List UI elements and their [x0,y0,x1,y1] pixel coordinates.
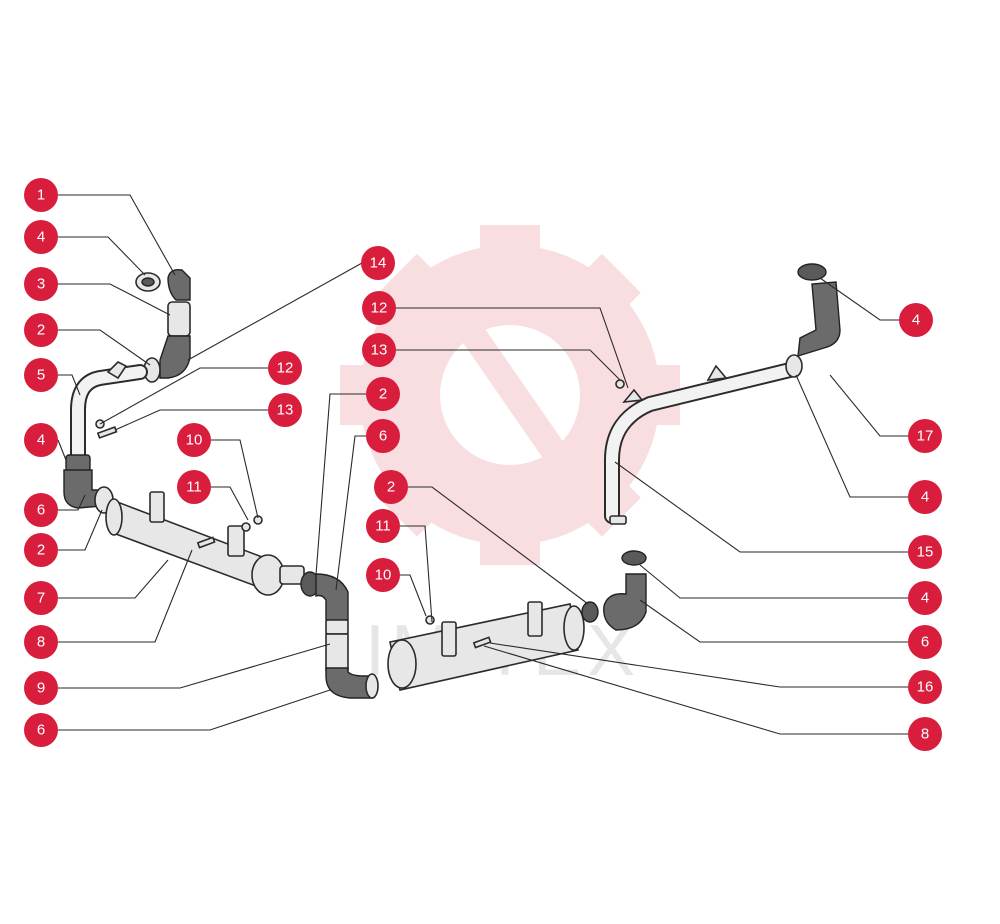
callout-14: 14 [361,246,395,280]
right-assembly [387,263,841,691]
callout-4: 4 [24,423,58,457]
svg-text:15: 15 [917,544,934,561]
svg-text:2: 2 [379,386,387,403]
svg-text:13: 13 [371,342,388,359]
callout-17: 17 [908,419,942,453]
leader-lines [57,194,908,735]
callout-10: 10 [366,558,400,592]
svg-text:1: 1 [37,187,45,204]
svg-text:4: 4 [921,489,929,506]
svg-text:6: 6 [37,502,45,519]
svg-text:4: 4 [37,229,45,246]
callout-10: 10 [177,423,211,457]
left-assembly [63,268,379,699]
callout-7: 7 [24,581,58,615]
callout-13: 13 [362,333,396,367]
callout-1: 1 [24,178,58,212]
callout-4: 4 [908,480,942,514]
svg-text:14: 14 [370,255,387,272]
callout-8: 8 [24,625,58,659]
svg-text:8: 8 [921,726,929,743]
svg-text:8: 8 [37,634,45,651]
svg-text:10: 10 [375,567,392,584]
callout-5: 5 [24,358,58,392]
callout-12: 12 [362,291,396,325]
svg-text:5: 5 [37,367,45,384]
callout-2: 2 [366,377,400,411]
svg-text:4: 4 [921,590,929,607]
callout-11: 11 [366,509,400,543]
callout-12: 12 [268,351,302,385]
callout-4: 4 [24,220,58,254]
callout-13: 13 [268,393,302,427]
callout-2: 2 [24,533,58,567]
svg-text:9: 9 [37,680,45,697]
svg-text:6: 6 [37,722,45,739]
svg-text:4: 4 [912,312,920,329]
callout-6: 6 [24,493,58,527]
svg-text:2: 2 [37,322,45,339]
callout-6: 6 [908,625,942,659]
svg-text:13: 13 [277,402,294,419]
svg-text:11: 11 [375,518,391,535]
callout-6: 6 [24,713,58,747]
callout-3: 3 [24,267,58,301]
svg-text:12: 12 [371,300,388,317]
svg-text:2: 2 [387,479,395,496]
svg-text:17: 17 [917,428,934,445]
callout-2: 2 [374,470,408,504]
callout-4: 4 [908,581,942,615]
callout-6: 6 [366,419,400,453]
callout-16: 16 [908,670,942,704]
svg-text:16: 16 [917,679,934,696]
callout-15: 15 [908,535,942,569]
svg-text:6: 6 [379,428,387,445]
svg-text:7: 7 [37,590,45,607]
callout-9: 9 [24,671,58,705]
svg-text:11: 11 [186,479,202,496]
callout-2: 2 [24,313,58,347]
svg-text:12: 12 [277,360,294,377]
svg-text:3: 3 [37,276,45,293]
callout-11: 11 [177,470,211,504]
callout-8: 8 [908,717,942,751]
svg-text:6: 6 [921,634,929,651]
callout-badges: 1 4 3 2 5 4 6 2 7 8 9 6 14 12 13 10 11 2… [24,178,942,751]
callout-4: 4 [899,303,933,337]
svg-text:10: 10 [186,432,203,449]
svg-text:4: 4 [37,432,45,449]
svg-text:2: 2 [37,542,45,559]
